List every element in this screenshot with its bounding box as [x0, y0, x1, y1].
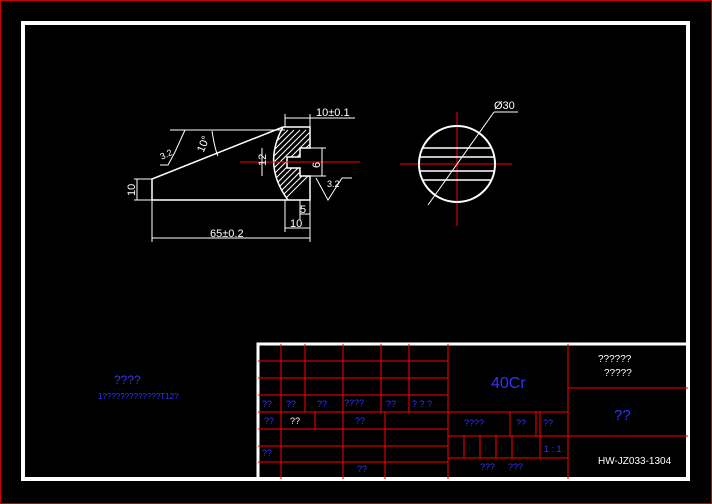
dim-overall-length: 65±0.2: [210, 228, 244, 240]
stage-label: ????: [464, 418, 484, 428]
material-label: 40Cr: [491, 375, 526, 392]
dim-left-height: 10: [126, 184, 138, 196]
drawing-number: HW-JZ033-1304: [598, 456, 672, 467]
cell-bottom-a: ???: [480, 462, 495, 472]
dim-bottom-mid: 10: [290, 218, 302, 230]
cell-r3c2: ??: [286, 399, 296, 409]
title-block: 40Cr ?????? ????? ?? HW-JZ033-1304 1 : 1…: [256, 342, 690, 481]
scale-label: 1 : 1: [544, 444, 562, 454]
dim-circle-diameter: Ø30: [494, 100, 515, 112]
dim-slot-width: 6: [311, 162, 323, 168]
dim-slot-height: 12: [257, 154, 269, 166]
cell-r3c4: ????: [344, 398, 364, 408]
company-line2: ?????: [604, 368, 632, 379]
cell-r3c3: ??: [317, 399, 327, 409]
weight-label: ??: [516, 418, 526, 428]
ratio-label: ??: [543, 418, 553, 428]
cell-r4c4: ??: [355, 416, 365, 426]
dim-roughness-right: 3.2: [327, 179, 340, 189]
cell-r7c4: ??: [357, 464, 367, 474]
section-boundary-arc: [272, 126, 289, 201]
cell-r3c6: ? ? ?: [412, 399, 432, 409]
cell-r3c1: ??: [262, 399, 272, 409]
dim-bottom-small: 5: [300, 204, 306, 216]
section-hatching: [273, 129, 310, 200]
dim-roughness-left: 3.2: [158, 147, 174, 161]
cell-r4c2: ??: [290, 416, 300, 426]
cell-r3c5: ??: [386, 399, 396, 409]
company-line1: ??????: [598, 354, 632, 365]
notes-title: ????: [114, 373, 141, 387]
diameter-leader: [427, 111, 495, 206]
dim-top-width: 10±0.1: [316, 107, 350, 119]
dimension-lines: [134, 114, 355, 242]
cell-bottom-b: ???: [508, 462, 523, 472]
dim-angle: 10°: [195, 134, 212, 154]
notes-line: 1?????????????T12?: [98, 392, 179, 401]
part-end-view: Ø30: [400, 100, 518, 226]
part-name: ??: [614, 407, 631, 424]
cell-r6c1: ??: [262, 448, 272, 458]
end-circle: [418, 125, 496, 203]
cell-r4c1: ??: [264, 416, 274, 426]
drawing-border: [21, 21, 690, 481]
